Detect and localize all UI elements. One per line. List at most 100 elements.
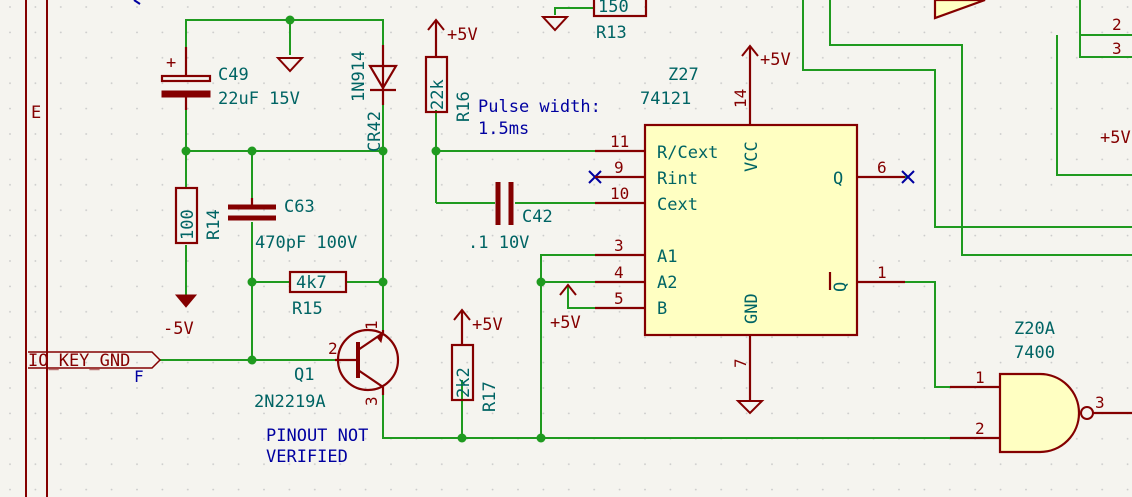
right-power-label: +5V — [1100, 128, 1131, 148]
transistor-q1[interactable]: 2 1 3 Q1 2N2219A — [254, 320, 400, 412]
pin-num-9: 9 — [614, 158, 624, 177]
r14-ref: R14 — [204, 209, 224, 240]
pinout-note-line1: PINOUT NOT — [266, 426, 368, 446]
r16-value: 22k — [428, 79, 448, 110]
junction-dot — [378, 277, 388, 287]
pin-name-vcc: VCC — [742, 141, 762, 172]
r17-ref: R17 — [480, 381, 500, 412]
partial-ic-right: 2 3 +5V — [1100, 15, 1131, 148]
pin-name-qbar: Q — [831, 282, 851, 292]
pin-name-gnd: GND — [742, 293, 762, 324]
pin-name-b: B — [657, 299, 667, 319]
minus5v-power: -5V — [163, 294, 198, 339]
ground-icon — [540, 16, 570, 32]
m5v-label: -5V — [163, 319, 194, 339]
sheet-border: E — [25, 0, 48, 497]
pin-name-q: Q — [833, 169, 843, 189]
c49-value: 22uF 15V — [218, 89, 300, 109]
junction-dot — [378, 146, 388, 156]
pin-name-a2: A2 — [657, 273, 677, 293]
pin-name-rcext: R/Cext — [657, 143, 718, 163]
pulse-width-value: 1.5ms — [478, 119, 529, 139]
pin-num-10: 10 — [610, 184, 629, 203]
junction-dot — [536, 433, 546, 443]
junction-dot — [247, 277, 257, 287]
io-key-gnd-text: IO_KEY_GND — [28, 351, 130, 371]
c63-value: 470pF 100V — [255, 233, 357, 253]
pin-name-a1: A1 — [657, 247, 677, 267]
edge-pin-3: 3 — [1112, 39, 1122, 58]
b-power-label: +5V — [550, 313, 581, 333]
z20a-value: 7400 — [1014, 343, 1055, 363]
edge-pin-2: 2 — [1112, 15, 1122, 34]
r13-value: 150 — [598, 0, 629, 17]
c49-ref: C49 — [218, 65, 249, 85]
z27-value: 74121 — [640, 89, 691, 109]
r17-power: +5V — [472, 315, 503, 335]
junction-dot — [247, 146, 257, 156]
z27-ref: Z27 — [668, 65, 699, 85]
pin-num-5: 5 — [614, 289, 624, 308]
junction-dot — [536, 277, 546, 287]
q1-ref: Q1 — [294, 365, 314, 385]
q1-pin-base: 2 — [328, 339, 338, 358]
q1-pin-emitter: 3 — [362, 396, 381, 406]
q1-value: 2N2219A — [254, 392, 326, 412]
junctions — [181, 15, 546, 443]
c42-ref: C42 — [522, 207, 553, 227]
resistor-r14[interactable]: 100 R14 — [174, 186, 224, 245]
vcc-power: +5V — [741, 44, 791, 75]
c42-value: .1 10V — [468, 233, 529, 253]
partial-component-top — [933, 0, 986, 20]
diode-cr42[interactable]: 1N914 CR42 — [349, 45, 398, 152]
pin-num-7: 7 — [731, 358, 750, 368]
z20a-ref: Z20A — [1014, 319, 1055, 339]
c63-ref: C63 — [284, 197, 315, 217]
io-key-gnd-label[interactable]: IO_KEY_GND F — [28, 351, 162, 386]
junction-dot — [247, 355, 257, 365]
pin-num-4: 4 — [614, 263, 624, 282]
r16-ref: R16 — [454, 91, 474, 122]
pin-num-14: 14 — [731, 89, 750, 108]
r16-power: +5V — [447, 25, 478, 45]
row-label-f: F — [134, 367, 144, 386]
pin-name-cext: Cext — [657, 195, 698, 215]
r15-value: 4k7 — [296, 273, 327, 293]
gate-pin-2: 2 — [975, 419, 985, 438]
capacitor-c42[interactable]: C42 .1 10V — [468, 182, 553, 253]
pulse-width-label: Pulse width: — [478, 97, 601, 117]
r13-ref: R13 — [596, 23, 627, 43]
junction-dot — [431, 146, 441, 156]
top-fragment — [133, 0, 141, 5]
capacitor-c63[interactable]: C63 470pF 100V — [228, 197, 357, 253]
r14-value: 100 — [178, 209, 198, 240]
vcc-power-label: +5V — [760, 50, 791, 70]
r15-ref: R15 — [292, 299, 323, 319]
resistor-r13[interactable]: 150 R13 — [592, 0, 648, 43]
ground-icon — [275, 57, 305, 73]
row-label-e: E — [31, 103, 41, 123]
pin-num-6: 6 — [877, 158, 887, 177]
ground-icon — [735, 385, 765, 415]
r17-value: 2k2 — [454, 367, 474, 398]
resistor-r17[interactable]: +5V 2k2 R17 — [450, 308, 503, 412]
pin-num-3: 3 — [614, 236, 624, 255]
ic-z27[interactable]: 11 R/Cext 9 Rint 10 Cext 3 A1 4 A2 5 B 1… — [595, 65, 905, 385]
gate-pin-1: 1 — [975, 368, 985, 387]
q1-pin-collector: 1 — [362, 320, 381, 330]
nand-gate-z20a[interactable]: 1 2 3 Z20A 7400 — [950, 319, 1132, 454]
resistor-r16[interactable]: +5V 22k R16 — [424, 18, 478, 122]
pin-num-1: 1 — [877, 263, 887, 282]
diode-value: 1N914 — [349, 51, 369, 102]
diode-ref: CR42 — [365, 111, 385, 152]
b-input-power: +5V — [550, 283, 581, 333]
pinout-note-line2: VERIFIED — [266, 447, 348, 467]
polarity-plus-icon: + — [166, 53, 176, 73]
junction-dot — [181, 146, 191, 156]
capacitor-c49[interactable]: + C49 22uF 15V — [160, 47, 300, 110]
pin-num-11: 11 — [610, 132, 629, 151]
junction-dot — [285, 15, 295, 25]
resistor-r15[interactable]: 4k7 R15 — [288, 270, 348, 319]
